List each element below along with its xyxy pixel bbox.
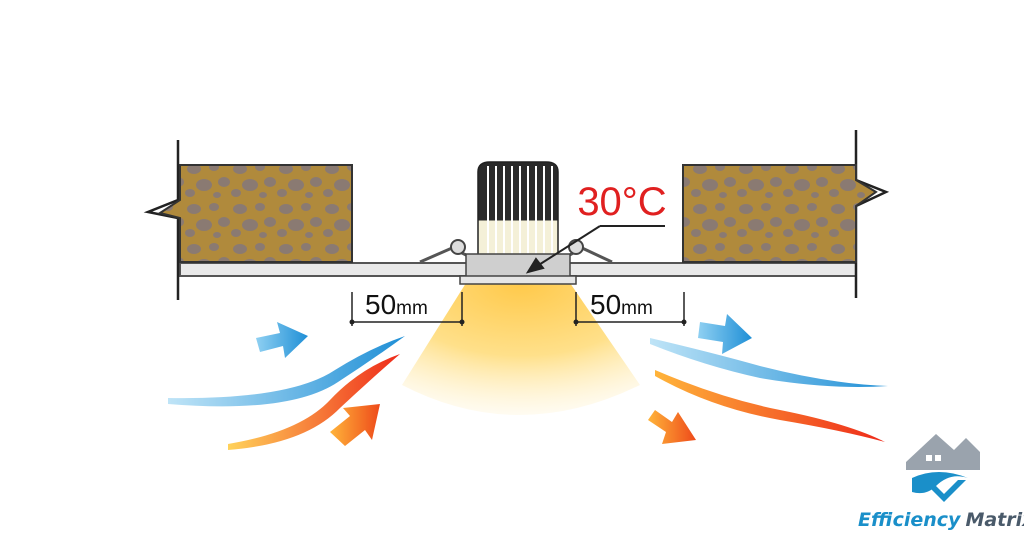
logo-wave-icon bbox=[912, 472, 968, 494]
brand-logo: EfficiencyMatrix bbox=[858, 434, 1024, 531]
clearance-right-value: 50 bbox=[590, 289, 621, 320]
warm-airflow-left bbox=[228, 354, 400, 450]
clearance-left-value: 50 bbox=[365, 289, 396, 320]
brand-word-matrix: Matrix bbox=[965, 509, 1024, 531]
temperature-label: 30°C bbox=[577, 180, 666, 224]
clearance-right-unit: mm bbox=[621, 298, 653, 319]
cool-airflow-right bbox=[650, 338, 888, 387]
brand-wordmark: EfficiencyMatrix bbox=[858, 509, 1024, 531]
insulation-left bbox=[157, 164, 353, 263]
dimension-dot bbox=[459, 319, 465, 325]
warm-airflow-right bbox=[655, 370, 885, 442]
temperature-pointer bbox=[525, 225, 665, 274]
downlight-fitting bbox=[419, 161, 613, 285]
house-window-icon bbox=[935, 455, 941, 461]
dimension-dot bbox=[349, 319, 355, 325]
bezel-housing bbox=[465, 253, 571, 279]
insulation-right bbox=[682, 164, 878, 263]
logo-diamond-icon bbox=[922, 480, 966, 502]
house-logo-icon bbox=[906, 434, 980, 470]
house-window-icon bbox=[926, 455, 932, 461]
dimension-dot bbox=[681, 319, 687, 325]
clearance-right-label: 50mm bbox=[590, 289, 653, 320]
heatsink bbox=[477, 161, 559, 257]
left-wall-break bbox=[143, 140, 180, 300]
dimension-dot bbox=[573, 319, 579, 325]
brand-word-efficiency: Efficiency bbox=[858, 509, 962, 531]
clearance-left-label: 50mm bbox=[365, 289, 428, 320]
right-wall-break bbox=[854, 130, 890, 298]
heatsink-fins bbox=[487, 166, 553, 254]
cool-airflow-left bbox=[168, 336, 405, 407]
clearance-left-unit: mm bbox=[396, 298, 428, 319]
cool-arrow-right-icon bbox=[698, 314, 752, 354]
clip-spring-left-icon bbox=[450, 239, 466, 255]
warm-arrow-right-icon bbox=[648, 410, 696, 444]
bezel-rim bbox=[459, 275, 577, 285]
warm-arrow-left-icon bbox=[330, 404, 380, 446]
cool-arrow-left-icon bbox=[256, 322, 308, 358]
